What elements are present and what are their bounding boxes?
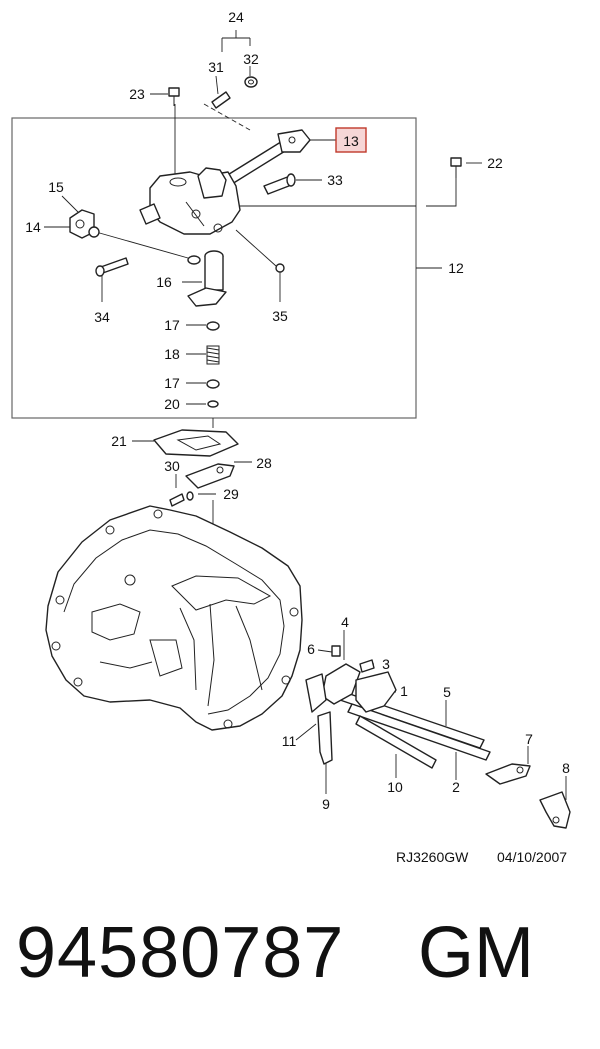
callout-30: 30 <box>164 458 180 474</box>
bolt-23 <box>168 87 180 106</box>
callout-4: 4 <box>341 614 349 630</box>
callout-11: 11 <box>282 733 297 749</box>
selector-block-14 <box>69 209 100 239</box>
callout-2: 2 <box>452 779 460 795</box>
callout-23: 23 <box>129 86 145 102</box>
callout-24: 24 <box>228 9 244 25</box>
callout-17: 17 <box>164 317 180 333</box>
screw-34 <box>95 257 129 277</box>
exploded-parts-diagram: 2431322313223315141216343517181720212830… <box>11 9 571 865</box>
callout-34: 34 <box>94 309 110 325</box>
callout-32: 32 <box>243 51 259 67</box>
highlight-box <box>335 127 367 153</box>
part-number: 94580787 <box>16 913 345 993</box>
shift-lever-16 <box>187 250 227 307</box>
shift-shaft-13 <box>225 129 311 185</box>
pin-29 <box>186 491 194 501</box>
gasket-21 <box>153 429 239 457</box>
callout-6: 6 <box>307 641 315 657</box>
callout-35: 35 <box>272 308 288 324</box>
callout-5: 5 <box>443 684 451 700</box>
leader-lines <box>44 66 567 800</box>
snap-ring-20 <box>207 400 219 408</box>
callout-13: 13 <box>343 133 359 149</box>
bolt-22 <box>450 157 462 178</box>
callout-31: 31 <box>208 59 224 75</box>
callout-12: 12 <box>448 260 464 276</box>
pin-33 <box>263 173 296 195</box>
brand-name: GM <box>418 913 534 993</box>
callout-18: 18 <box>164 346 180 362</box>
reference-date: 04/10/2007 <box>497 849 567 865</box>
callout-3: 3 <box>382 656 390 672</box>
callout-8: 8 <box>562 760 570 776</box>
washer-17-lower <box>206 379 220 389</box>
transmission-case <box>45 505 303 731</box>
callout-14: 14 <box>25 219 41 235</box>
callout-16: 16 <box>156 274 172 290</box>
callout-15: 15 <box>48 179 64 195</box>
bolt-31 <box>211 91 231 109</box>
pin-35 <box>275 263 285 273</box>
callout-21: 21 <box>111 433 127 449</box>
nut-32 <box>244 76 258 88</box>
callout-10: 10 <box>387 779 403 795</box>
shift-rails-forks <box>305 645 571 829</box>
callout-7: 7 <box>525 731 533 747</box>
callout-29: 29 <box>223 486 239 502</box>
reference-code: RJ3260GW <box>396 849 469 865</box>
bracket-28 <box>185 463 235 489</box>
callout-20: 20 <box>164 396 180 412</box>
bolt-30 <box>169 493 185 507</box>
callout-33: 33 <box>327 172 343 188</box>
callout-9: 9 <box>322 796 330 812</box>
spring-18 <box>206 345 220 365</box>
callout-22: 22 <box>487 155 503 171</box>
callout-1: 1 <box>400 683 408 699</box>
callout-28: 28 <box>256 455 272 471</box>
control-housing <box>139 167 241 235</box>
callout-17: 17 <box>164 375 180 391</box>
washer-17-upper <box>206 321 220 331</box>
